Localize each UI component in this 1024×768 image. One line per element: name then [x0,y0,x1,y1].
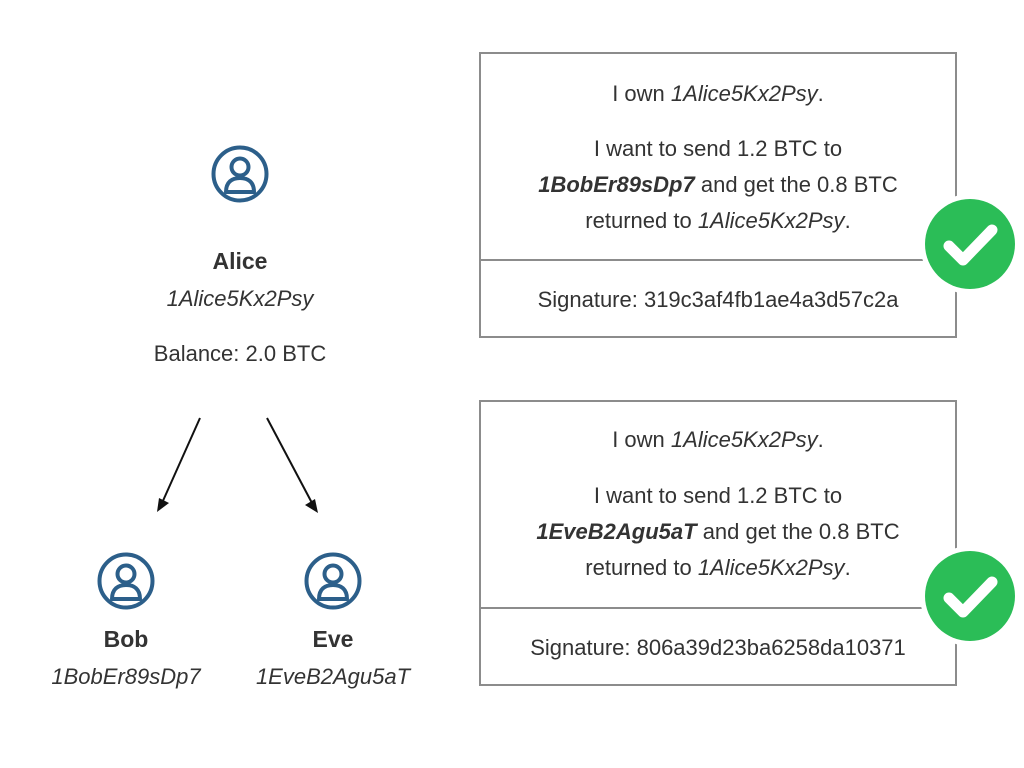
send-line: I want to send 1.2 BTC to [481,131,955,167]
arrow-alice-to-eve [266,417,313,504]
returned-prefix: returned to [585,555,698,580]
user-icon [211,145,269,203]
send-text: I want to send 1.2 BTC to [593,483,843,508]
transaction-message: I own 1Alice5Kx2Psy. I want to send 1.2 … [481,54,955,261]
signature: Signature: 806a39d23ba6258da10371 [530,635,906,660]
returned-line: returned to 1Alice5Kx2Psy. [481,550,955,586]
own-address: 1Alice5Kx2Psy [670,427,818,452]
own-suffix: . [817,427,824,452]
transaction-box: I own 1Alice5Kx2Psy. I want to send 1.2 … [479,400,957,686]
ownership-line: I own 1Alice5Kx2Psy. [481,422,955,458]
recipient-address: 1BobEr89sDp7 [538,172,695,197]
own-address: 1Alice5Kx2Psy [670,81,818,106]
user-icon [304,552,362,610]
alice-name: Alice [212,248,268,274]
recipient-address: 1EveB2Agu5aT [536,519,697,544]
own-suffix: . [817,81,824,106]
own-prefix: I own [612,427,671,452]
returned-address: 1Alice5Kx2Psy [697,208,845,233]
eve-address: 1EveB2Agu5aT [255,664,411,689]
arrow-head-eve [305,499,318,513]
returned-prefix: returned to [585,208,698,233]
check-circle-icon [920,546,1020,646]
transaction-box: I own 1Alice5Kx2Psy. I want to send 1.2 … [479,52,957,338]
arrow-head-bob [157,498,169,512]
send-line: I want to send 1.2 BTC to [481,478,955,514]
arrow-alice-to-bob [161,417,201,504]
eve-name: Eve [312,626,354,652]
bob-address: 1BobEr89sDp7 [51,664,201,689]
transaction-message: I own 1Alice5Kx2Psy. I want to send 1.2 … [481,402,955,609]
bob-name: Bob [103,626,149,652]
send-text: I want to send 1.2 BTC to [593,136,843,161]
arrows [157,417,318,513]
returned-suffix: . [844,208,851,233]
alice-address: 1Alice5Kx2Psy [166,286,314,311]
signature: Signature: 319c3af4fb1ae4a3d57c2a [537,287,899,312]
change-text: and get the 0.8 BTC [694,172,898,197]
ownership-line: I own 1Alice5Kx2Psy. [481,76,955,112]
returned-suffix: . [844,555,851,580]
recipient-line: 1EveB2Agu5aT and get the 0.8 BTC [481,514,955,550]
recipient-line: 1BobEr89sDp7 and get the 0.8 BTC [481,167,955,203]
own-prefix: I own [612,81,671,106]
change-text: and get the 0.8 BTC [696,519,900,544]
user-icon [97,552,155,610]
check-circle-icon [920,194,1020,294]
returned-line: returned to 1Alice5Kx2Psy. [481,203,955,239]
returned-address: 1Alice5Kx2Psy [697,555,845,580]
alice-balance: Balance: 2.0 BTC [153,341,327,366]
